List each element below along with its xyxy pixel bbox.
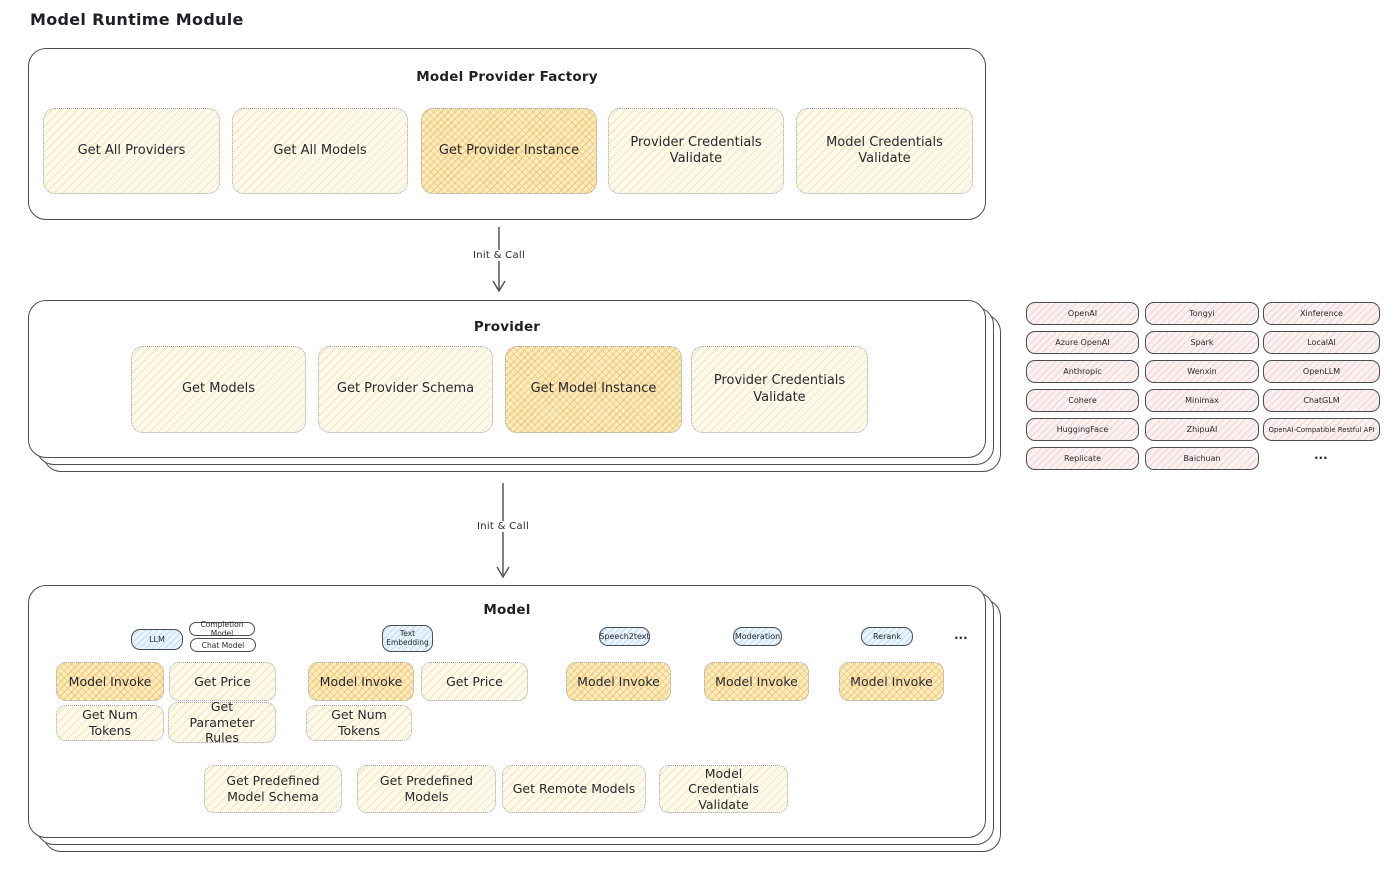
provider-button-get-model-instance: Get Model Instance [505, 346, 682, 433]
tab-completion-model: Completion Model [189, 620, 255, 638]
provider-button-get-models: Get Models [131, 346, 306, 433]
frame-title-provider: Provider [473, 319, 541, 335]
factory-button-get-all-models: Get All Models [232, 108, 408, 194]
provider-button-provider-credentials-validate: Provider Credentials Validate [691, 346, 868, 433]
model-tabs-more-ellipsis: ... [954, 628, 968, 642]
text-embedding-model-invoke-button: Model Invoke [308, 662, 414, 701]
providers-more-ellipsis: ... [1314, 448, 1328, 462]
provider-pill-cohere: Cohere [1026, 389, 1139, 412]
frame-model-provider-factory: Model Provider Factory Get All Providers… [28, 48, 986, 220]
get-predefined-model-schema-button: Get Predefined Model Schema [204, 765, 342, 813]
tab-llm: LLM [131, 629, 183, 650]
factory-button-get-provider-instance: Get Provider Instance [421, 108, 597, 194]
providers-list-panel: OpenAI Azure OpenAI Anthropic Cohere Hug… [1026, 300, 1386, 480]
moderation-model-invoke-button: Model Invoke [704, 662, 809, 701]
provider-pill-tongyi: Tongyi [1145, 302, 1259, 325]
provider-pill-spark: Spark [1145, 331, 1259, 354]
provider-pill-zhipuai: ZhipuAI [1145, 418, 1259, 441]
llm-model-invoke-button: Model Invoke [56, 662, 164, 701]
get-predefined-models-button: Get Predefined Models [357, 765, 496, 813]
llm-get-num-tokens-button: Get Num Tokens [56, 705, 164, 741]
tab-rerank: Rerank [861, 627, 913, 646]
frame-title-model-provider-factory: Model Provider Factory [416, 69, 598, 85]
frame-title-model: Model [483, 602, 531, 618]
provider-pill-openai-compatible: OpenAI-Compatible Restful API [1263, 418, 1380, 441]
provider-pill-baichuan: Baichuan [1145, 447, 1259, 470]
text-embedding-get-num-tokens-button: Get Num Tokens [306, 705, 412, 741]
get-remote-models-button: Get Remote Models [502, 765, 646, 813]
tab-chat-model: Chat Model [190, 638, 256, 652]
provider-pill-localai: LocalAI [1263, 331, 1380, 354]
provider-pill-openllm: OpenLLM [1263, 360, 1380, 383]
provider-pill-xinference: Xinference [1263, 302, 1380, 325]
model-credentials-validate-button: Model Credentials Validate [659, 765, 788, 813]
llm-get-price-button: Get Price [169, 662, 276, 701]
text-embedding-get-price-button: Get Price [421, 662, 528, 701]
provider-pill-huggingface: HuggingFace [1026, 418, 1139, 441]
provider-button-get-provider-schema: Get Provider Schema [318, 346, 493, 433]
init-call-label-1: Init & Call [468, 250, 530, 261]
provider-pill-azure-openai: Azure OpenAI [1026, 331, 1139, 354]
provider-pill-replicate: Replicate [1026, 447, 1139, 470]
provider-pill-chatglm: ChatGLM [1263, 389, 1380, 412]
provider-pill-openai: OpenAI [1026, 302, 1139, 325]
init-call-label-2: Init & Call [472, 521, 534, 532]
frame-model: Model LLM Completion Model Chat Model Te… [28, 585, 986, 838]
tab-moderation: Moderation [733, 627, 782, 646]
page-title: Model Runtime Module [30, 10, 244, 29]
provider-pill-wenxin: Wenxin [1145, 360, 1259, 383]
rerank-model-invoke-button: Model Invoke [839, 662, 944, 701]
tab-text-embedding: Text Embedding [382, 625, 433, 652]
frame-provider: Provider Get Models Get Provider Schema … [28, 300, 986, 458]
tab-speech2text: Speech2text [599, 627, 650, 646]
factory-button-get-all-providers: Get All Providers [43, 108, 220, 194]
provider-pill-anthropic: Anthropic [1026, 360, 1139, 383]
factory-button-model-credentials-validate: Model Credentials Validate [796, 108, 973, 194]
provider-pill-minimax: Minimax [1145, 389, 1259, 412]
llm-get-parameter-rules-button: Get Parameter Rules [168, 699, 276, 745]
factory-button-provider-credentials-validate: Provider Credentials Validate [608, 108, 784, 194]
speech2text-model-invoke-button: Model Invoke [566, 662, 671, 701]
